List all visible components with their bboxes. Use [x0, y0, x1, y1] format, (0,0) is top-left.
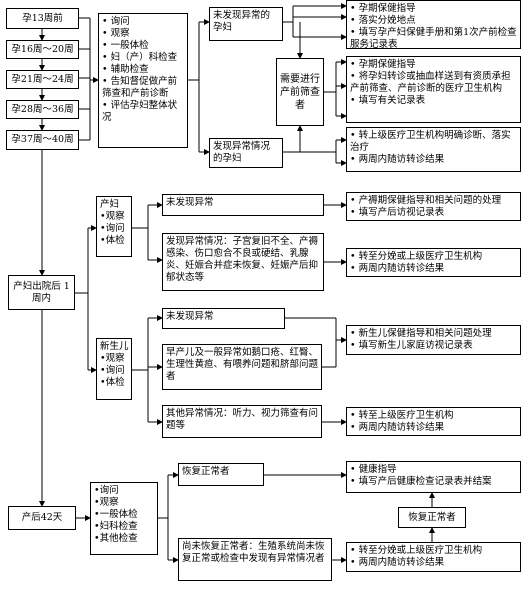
postpartum-1week-box: 产妇出院后 1周内	[8, 275, 75, 310]
checkup-item: •观察	[100, 353, 125, 364]
stage-box-13w: 孕13周前	[6, 8, 79, 29]
action-item: • 填写新生儿家庭访视记录表	[350, 340, 473, 351]
checkup-item: •体检	[100, 235, 125, 246]
mother-normal-box: 未发现异常	[162, 194, 324, 216]
stage-label: 产后42天	[21, 512, 63, 523]
action-item: • 两周内随访转诊结果	[350, 263, 445, 274]
prenatal-normal-box: 未发现异常的孕妇	[209, 7, 283, 41]
action-item: • 填写产后健康检查记录表并结案	[350, 476, 492, 487]
stage-box-28-36w: 孕28周～36周	[6, 100, 79, 119]
stage-label: 孕28周～36周	[11, 103, 74, 115]
checkup-item: • 妇（产）科检查	[102, 52, 178, 63]
prenatal-abnormal-box: 发现异常情况的孕妇	[209, 138, 283, 168]
recovered-box: 恢复正常者	[178, 463, 264, 486]
recovered-actions: • 健康指导 • 填写产后健康检查记录表并结案	[346, 461, 521, 493]
action-item: • 产褥期保健指导和相关问题的处理	[350, 195, 502, 206]
action-item: • 转至分娩或上级医疗卫生机构	[350, 545, 483, 556]
screening-label: 需要进行产前筛查者	[280, 73, 320, 111]
postpartum-42-checkup-box: •询问 •观察 •一般体检 •妇科检查 •其他检查	[90, 482, 158, 555]
stage-label: 孕16周～20周	[11, 43, 74, 55]
checkup-item: •其他检查	[94, 533, 138, 544]
postpartum-42days-box: 产后42天	[8, 506, 76, 530]
action-item: • 填写有关记录表	[350, 95, 426, 106]
stage-box-16-20w: 孕16周～20周	[6, 40, 79, 59]
outcome-label: 恢复正常者	[182, 466, 230, 477]
screening-box: 需要进行产前筛查者	[276, 58, 324, 126]
outcome-label: 未发现异常	[166, 197, 214, 208]
prenatal-abnormal-actions: • 转上级医疗卫生机构明确诊断、落实治疗 • 两周内随访转诊结果	[346, 127, 521, 172]
action-item: • 孕期保健指导	[350, 3, 416, 14]
stage-label: 孕37周～40周	[11, 134, 74, 145]
action-item: • 两周内随访转诊结果	[350, 422, 445, 433]
newborn-other-actions: • 转至上级医疗卫生机构 • 两周内随访转诊结果	[346, 407, 521, 436]
action-item: • 两周内随访转诊结果	[350, 557, 445, 568]
outcome-label: 未发现异常的孕妇	[213, 10, 271, 33]
action-item: • 转至上级医疗卫生机构	[350, 410, 454, 421]
checkup-item: •询问	[94, 485, 119, 496]
outcome-label: 发现异常情况的孕妇	[213, 141, 271, 164]
action-item: • 转至分娩或上级医疗卫生机构	[350, 251, 483, 262]
newborn-general-box: 早产儿及一般异常如鹅口疮、红臀、生理性黄疸、有喂养问题和脐部问题者	[162, 344, 322, 390]
outcome-label: 发现异常情况：子宫复旧不全、产褥感染、伤口愈合不良或硬结、乳腺炎、妊娠合并症未恢…	[166, 236, 319, 283]
newborn-normal-actions: • 新生儿保健指导和相关问题处理 • 填写新生儿家庭访视记录表	[346, 325, 521, 355]
outcome-label: 恢复正常者	[408, 511, 456, 523]
group-title: 新生儿	[100, 341, 129, 352]
checkup-item: • 告知督促做产前筛查和产前诊断	[102, 76, 178, 99]
stage-label: 孕21周～24周	[11, 73, 74, 85]
stage-box-37-40w: 孕37周～40周	[6, 130, 79, 150]
checkup-item: • 询问	[102, 16, 130, 27]
checkup-item: •妇科检查	[94, 521, 138, 532]
checkup-item: •询问	[100, 223, 125, 234]
outcome-label: 未发现异常	[166, 311, 214, 322]
outcome-label: 其他异常情况：听力、视力筛查有问题等	[166, 408, 319, 431]
checkup-item: • 观察	[102, 28, 130, 39]
action-item: • 将孕妇转诊或抽血样送到有资质承担产前筛查、产前诊断的医疗卫生机构	[350, 71, 511, 94]
newborn-box: 新生儿 •观察 •询问 •体检	[96, 338, 132, 400]
group-title: 产妇	[100, 199, 120, 210]
checkup-item: • 一般体检	[102, 40, 149, 51]
outcome-label: 早产儿及一般异常如鹅口疮、红臀、生理性黄疸、有喂养问题和脐部问题者	[166, 347, 319, 382]
checkup-item: •观察	[94, 497, 119, 508]
newborn-other-box: 其他异常情况：听力、视力筛查有问题等	[162, 405, 322, 438]
outcome-label: 尚未恢复正常者：生殖系统尚未恢复正常或检查中发现有异常情况者	[182, 541, 325, 564]
stage-box-21-24w: 孕21周～24周	[6, 70, 79, 89]
recovered-return-box: 恢复正常者	[398, 507, 466, 528]
stage-label: 产妇出院后 1周内	[13, 280, 70, 304]
action-item: • 两周内随访转诊结果	[350, 154, 445, 165]
not-recovered-box: 尚未恢复正常者：生殖系统尚未恢复正常或检查中发现有异常情况者	[178, 538, 332, 581]
mother-box: 产妇 •观察 •询问 •体检	[96, 196, 132, 257]
not-recovered-actions: • 转至分娩或上级医疗卫生机构 • 两周内随访转诊结果	[346, 542, 521, 572]
stage-label: 孕13周前	[22, 12, 63, 24]
action-item: • 填写孕产妇保健手册和第1次产前检查服务记录表	[350, 27, 517, 50]
checkup-item: •一般体检	[94, 509, 138, 520]
action-item: • 健康指导	[350, 464, 397, 475]
action-item: • 转上级医疗卫生机构明确诊断、落实治疗	[350, 130, 511, 153]
action-item: • 孕期保健指导	[350, 59, 416, 70]
screening-actions: • 孕期保健指导 • 将孕妇转诊或抽血样送到有资质承担产前筛查、产前诊断的医疗卫…	[346, 56, 521, 123]
checkup-item: • 评估孕妇整体状况	[102, 100, 178, 123]
mother-normal-actions: • 产褥期保健指导和相关问题的处理 • 填写产后访视记录表	[346, 192, 521, 221]
action-item: • 填写产后访视记录表	[350, 207, 445, 218]
checkup-item: • 辅助检查	[102, 64, 149, 75]
newborn-normal-box: 未发现异常	[162, 308, 285, 329]
checkup-item: •询问	[100, 365, 125, 376]
action-item: • 新生儿保健指导和相关问题处理	[350, 328, 492, 339]
checkup-item: •体检	[100, 377, 125, 388]
checkup-item: •观察	[100, 211, 125, 222]
prenatal-normal-actions: • 孕期保健指导 • 落实分娩地点 • 填写孕产妇保健手册和第1次产前检查服务记…	[346, 0, 521, 50]
action-item: • 落实分娩地点	[350, 15, 416, 26]
prenatal-checkup-box: • 询问 • 观察 • 一般体检 • 妇（产）科检查 • 辅助检查 • 告知督促…	[98, 13, 188, 148]
mother-abnormal-box: 发现异常情况：子宫复旧不全、产褥感染、伤口愈合不良或硬结、乳腺炎、妊娠合并症未恢…	[162, 233, 324, 291]
mother-abnormal-actions: • 转至分娩或上级医疗卫生机构 • 两周内随访转诊结果	[346, 248, 521, 277]
